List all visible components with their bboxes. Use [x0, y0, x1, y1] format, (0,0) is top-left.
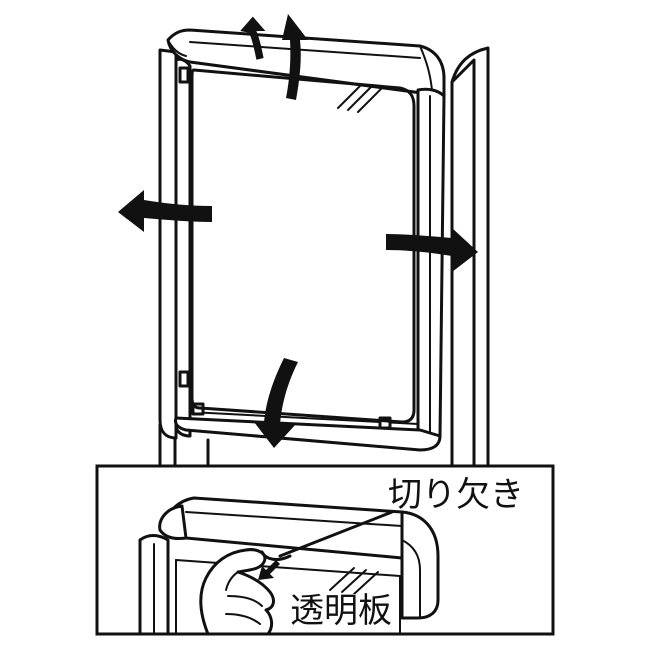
snap-frame: [158, 28, 446, 452]
arrow-up-icon: [240, 14, 308, 100]
clear-plate-label: 透明板: [288, 591, 394, 631]
arrow-right-icon: [386, 228, 478, 272]
clear-plate-panel: [190, 68, 416, 424]
notch-label: 切り欠き: [388, 475, 524, 515]
arrow-left-icon: [118, 190, 212, 232]
hand-illustration: [199, 548, 275, 636]
arrow-down-icon: [254, 358, 298, 448]
